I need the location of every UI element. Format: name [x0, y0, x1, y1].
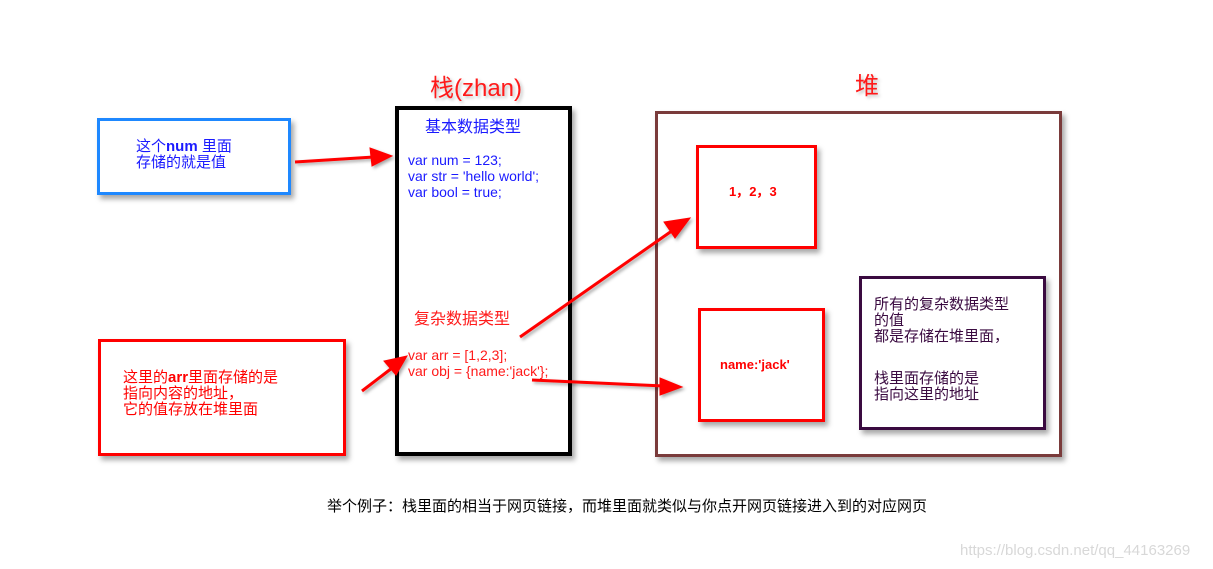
primitive-line-str: var str = 'hello world'; [408, 168, 540, 184]
num-callout-text: 这个num 里面 存储的就是值 [136, 138, 232, 171]
heap-array-box: 1，2，3 [696, 145, 817, 249]
heap-object-value: name:'jack' [720, 357, 790, 372]
arrow-arr-to-stack [361, 363, 397, 393]
arr-callout-text: 这里的arr里面存储的是 指向内容的地址， 它的值存放在堆里面 [123, 369, 279, 418]
heap-note-line-3: 都是存储在堆里面， [874, 328, 1010, 345]
stack-box: 基本数据类型 var num = 123; var str = 'hello w… [395, 106, 572, 456]
complex-heading: 复杂数据类型 [414, 311, 511, 328]
heap-note-line-1: 所有的复杂数据类型 [874, 296, 1010, 313]
watermark: https://blog.csdn.net/qq_44163269 [960, 542, 1191, 559]
primitive-heading: 基本数据类型 [425, 119, 522, 136]
heap-note-line-6: 指向这里的地址 [874, 386, 980, 403]
arr-callout-box: 这里的arr里面存储的是 指向内容的地址， 它的值存放在堆里面 [98, 339, 346, 456]
caption: 举个例子：栈里面的相当于网页链接，而堆里面就类似与你点开网页链接进入到的对应网页 [327, 498, 928, 515]
heap-note-line-2: 的值 [874, 312, 905, 329]
heap-title: 堆 [855, 73, 879, 100]
primitive-line-bool: var bool = true; [408, 184, 502, 200]
heap-array-value: 1，2，3 [729, 184, 777, 199]
primitive-line-num: var num = 123; [408, 152, 502, 168]
complex-line-arr: var arr = [1,2,3]; [408, 347, 508, 363]
num-callout-box: 这个num 里面 存储的就是值 [97, 118, 291, 195]
heap-object-box: name:'jack' [698, 308, 825, 422]
stack-title: 栈(zhan) [430, 75, 523, 102]
heap-note-box: 所有的复杂数据类型 的值 都是存储在堆里面， 栈里面存储的是 指向这里的地址 [859, 276, 1046, 430]
heap-note-line-5: 栈里面存储的是 [874, 370, 980, 387]
complex-line-obj: var obj = {name:'jack'}; [408, 363, 549, 379]
arrow-num-to-stack [294, 155, 375, 164]
